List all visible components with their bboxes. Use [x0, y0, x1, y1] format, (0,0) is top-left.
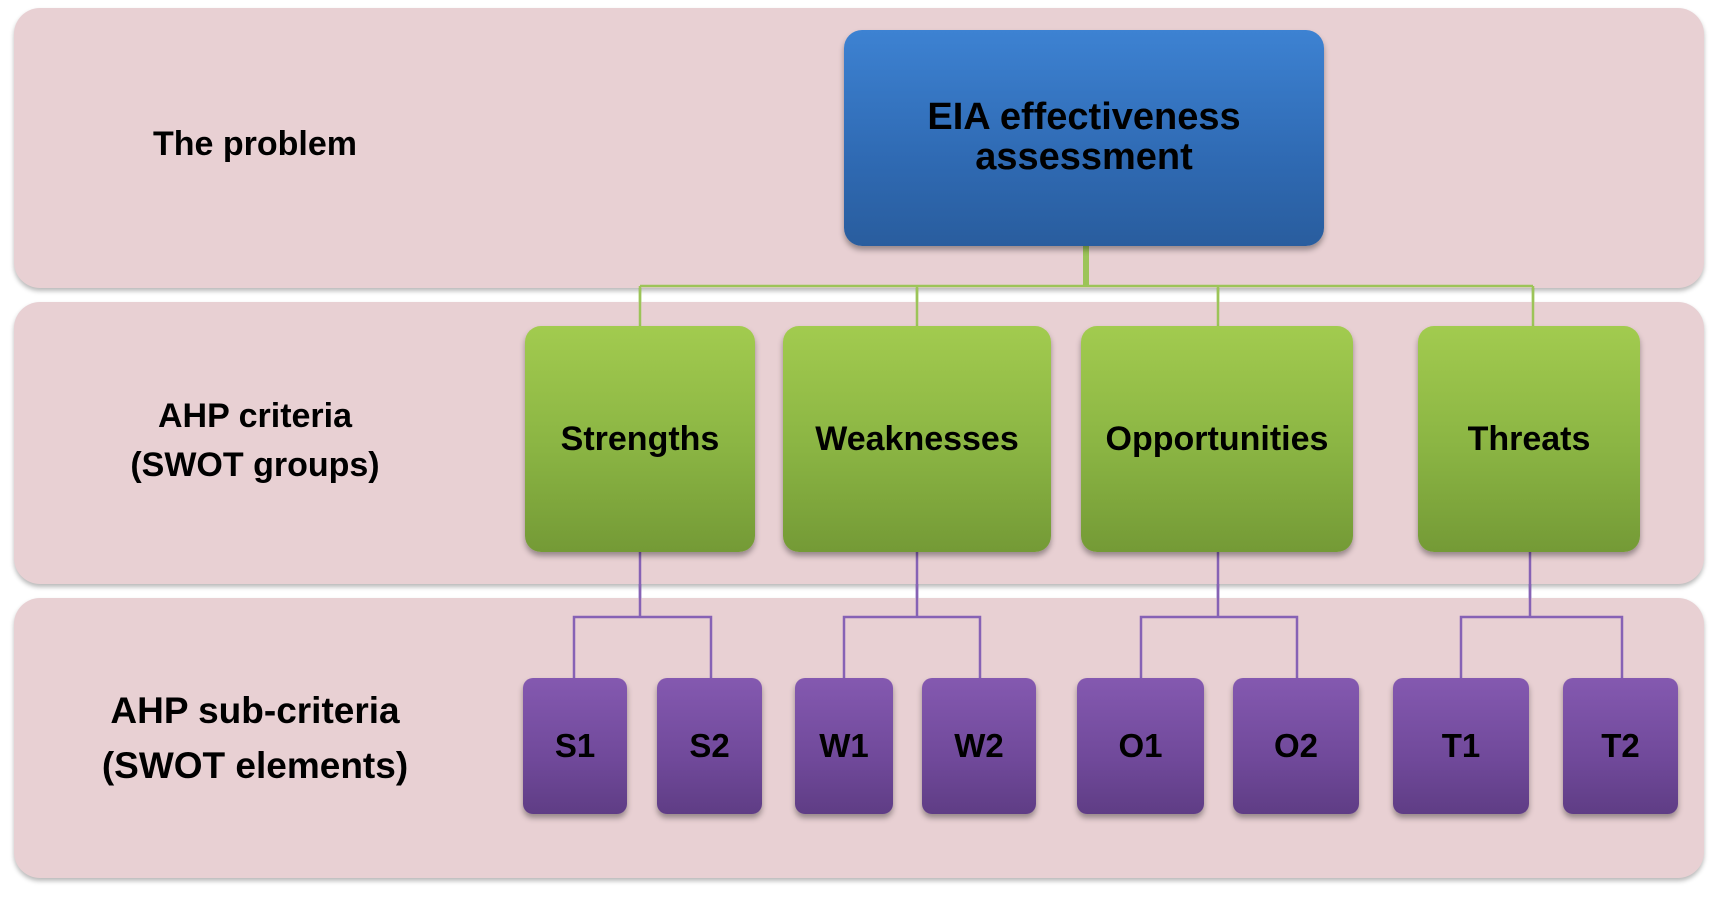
element-box-o2: O2 — [1233, 678, 1359, 814]
root-goal-line2: assessment — [975, 136, 1193, 178]
group-box-strengths: Strengths — [525, 326, 755, 552]
element-label-s2: S2 — [689, 727, 730, 764]
root-goal-line1: EIA effectiveness — [927, 96, 1241, 139]
group-box-threats: Threats — [1418, 326, 1640, 552]
element-box-s2: S2 — [657, 678, 762, 814]
element-label-o2: O2 — [1273, 727, 1319, 764]
element-box-o1: O1 — [1077, 678, 1204, 814]
level-label-subcriteria: AHP sub-criteria (SWOT elements) — [0, 678, 510, 798]
element-label-s1: S1 — [554, 727, 596, 764]
element-connectors-overlay — [572, 552, 1624, 678]
root-goal-box: EIA effectiveness assessment — [844, 30, 1324, 246]
group-label-threats: Threats — [1467, 419, 1591, 458]
element-label-t1: T1 — [1441, 727, 1481, 764]
element-box-w1: W1 — [795, 678, 893, 814]
problem-label-text: The problem — [152, 125, 358, 164]
element-box-s1: S1 — [523, 678, 627, 814]
group-label-weaknesses: Weaknesses — [815, 419, 1019, 458]
level-label-criteria: AHP criteria (SWOT groups) — [0, 386, 510, 496]
subcriteria-label-line1: AHP sub-criteria — [110, 689, 400, 731]
group-box-weaknesses: Weaknesses — [783, 326, 1051, 552]
level-label-problem: The problem — [0, 110, 510, 180]
group-label-opportunities: Opportunities — [1105, 419, 1329, 458]
criteria-label-line2: (SWOT groups) — [130, 446, 380, 484]
element-label-w2: W2 — [954, 727, 1004, 764]
element-label-w1: W1 — [819, 727, 869, 764]
element-label-o1: O1 — [1118, 727, 1163, 764]
group-box-opportunities: Opportunities — [1081, 326, 1353, 552]
subcriteria-label-line2: (SWOT elements) — [101, 745, 409, 786]
group-label-strengths: Strengths — [560, 419, 720, 458]
element-box-t1: T1 — [1393, 678, 1529, 814]
element-label-t2: T2 — [1601, 727, 1640, 764]
element-box-w2: W2 — [922, 678, 1036, 814]
element-box-t2: T2 — [1563, 678, 1678, 814]
criteria-label-line1: AHP criteria — [157, 396, 353, 435]
